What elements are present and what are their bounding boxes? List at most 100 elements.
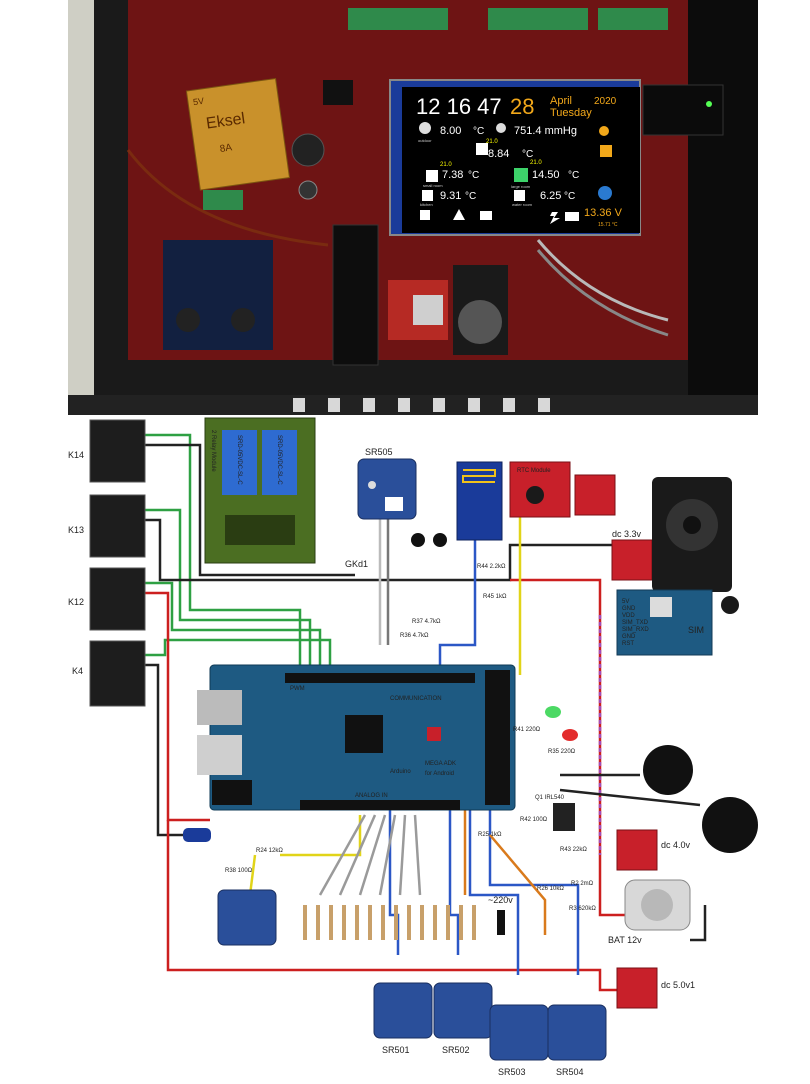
buck-modules — [163, 240, 273, 350]
ir-receiver — [217, 889, 277, 946]
large-room-temp: 14.50 — [532, 169, 560, 181]
sim-module: SIM 5V GND VDD SIM_TXD SIM_RXD GND RST — [616, 589, 739, 656]
rtc-module: RTC Module — [509, 461, 571, 518]
svg-text:R24 12kΩ: R24 12kΩ — [256, 848, 283, 854]
top-header — [285, 673, 475, 683]
module-label: Eksel — [205, 110, 246, 132]
svg-text:R41 220Ω: R41 220Ω — [513, 727, 541, 733]
usb-a-port — [197, 690, 242, 725]
lcd-day: 28 — [510, 94, 534, 119]
power-jack — [212, 780, 252, 805]
transistor-2 — [433, 533, 447, 547]
svg-text:R2 2mΩ: R2 2mΩ — [571, 881, 594, 887]
warning-icon — [453, 209, 465, 220]
battery-bat12v: BAT 12v — [608, 879, 691, 945]
switch — [497, 910, 505, 935]
sensor-sr502: SR502 — [433, 982, 493, 1055]
module-voltage: 5V — [192, 96, 204, 107]
svg-text:SR504: SR504 — [556, 1067, 584, 1077]
svg-text:K12: K12 — [68, 597, 84, 607]
svg-text:dc 5.0v1: dc 5.0v1 — [661, 980, 695, 990]
pressure-value: 751.4 mmHg — [514, 125, 577, 137]
svg-text:SR505: SR505 — [365, 447, 393, 457]
device-photo: Eksel 8A 5V — [68, 0, 758, 415]
outdoor-icon — [419, 122, 431, 134]
svg-text:R35 220Ω: R35 220Ω — [548, 749, 576, 755]
r37-label: R37 4.7kΩ — [412, 619, 441, 625]
svg-text:K4: K4 — [72, 666, 83, 676]
outdoor-temp: 8.00 — [440, 125, 461, 137]
svg-text:SIM_RXD: SIM_RXD — [622, 627, 649, 633]
lcd-display: 12 16 47 28 April 2020 Tuesday outdoor 8… — [389, 79, 641, 236]
analog-header — [300, 800, 460, 810]
module-rating: 8A — [219, 142, 233, 155]
heatsink — [332, 224, 379, 366]
svg-text:SIM: SIM — [688, 625, 704, 635]
lcd-month: April — [550, 95, 572, 107]
buzzer-2 — [702, 797, 758, 853]
r44-label: R44 2.2kΩ — [477, 564, 506, 570]
svg-text:BAT 12v: BAT 12v — [608, 935, 642, 945]
svg-text:for Android: for Android — [425, 771, 454, 777]
svg-text:outdoor: outdoor — [418, 138, 432, 143]
reset-button — [427, 727, 441, 741]
water-temp: 6.25 — [540, 190, 561, 202]
dc-4v0-module: dc 4.0v — [616, 829, 691, 871]
svg-text:RTC Module: RTC Module — [517, 468, 551, 474]
svg-text:K14: K14 — [68, 450, 84, 460]
small-room-icon — [426, 170, 438, 182]
svg-text:R26 10kΩ: R26 10kΩ — [537, 886, 564, 892]
small-room-temp: 7.38 — [442, 169, 463, 181]
svg-text:R38 100Ω: R38 100Ω — [225, 868, 253, 874]
voltage-value: 13.36 V — [584, 207, 623, 219]
svg-text:15.71 °C: 15.71 °C — [598, 222, 618, 228]
svg-text:°C: °C — [468, 170, 479, 181]
green-led — [545, 706, 561, 718]
ac-label: ~220v — [488, 895, 513, 905]
svg-text:COMMUNICATION: COMMUNICATION — [390, 696, 442, 702]
arduino-board: COMMUNICATION PWM Arduino MEGA ADK for A… — [197, 664, 516, 811]
eeprom-module — [574, 474, 616, 516]
relay-k13: K13 — [68, 494, 146, 558]
svg-text:R25 1kΩ: R25 1kΩ — [478, 832, 502, 838]
svg-text:SR503: SR503 — [498, 1067, 526, 1077]
network-icon — [598, 186, 612, 200]
svg-text:VDD: VDD — [622, 613, 635, 619]
dc-dc-converter: Eksel 8A 5V — [185, 77, 291, 191]
large-room-icon — [514, 168, 528, 182]
terminal-blocks — [348, 8, 668, 30]
svg-text:5V: 5V — [622, 599, 629, 605]
buzzer-1 — [643, 745, 693, 795]
case-left-edge — [68, 0, 94, 415]
battery-icon — [565, 212, 579, 221]
svg-text:SR501: SR501 — [382, 1045, 410, 1055]
svg-text:dc 3.3v: dc 3.3v — [612, 529, 642, 539]
transistor-1 — [411, 533, 425, 547]
red-led — [562, 729, 578, 741]
dc-5v0-module: dc 5.0v1 — [616, 967, 695, 1009]
water-room-icon — [514, 190, 525, 201]
sensor-sr503: SR503 — [489, 1004, 549, 1077]
r45-label: R45 1kΩ — [483, 594, 507, 600]
svg-text:°C: °C — [465, 191, 476, 202]
svg-text:°C: °C — [473, 126, 484, 137]
relay-k14: K14 — [68, 419, 146, 483]
svg-text:R3 620kΩ: R3 620kΩ — [569, 906, 596, 912]
svg-text:kitchen: kitchen — [420, 202, 433, 207]
relay-k4: K4 — [72, 640, 146, 707]
lcd-weekday: Tuesday — [550, 107, 592, 119]
digital-header — [485, 670, 510, 805]
svg-text:water room: water room — [512, 202, 533, 207]
pressure-icon — [496, 123, 506, 133]
svg-text:SR502: SR502 — [442, 1045, 470, 1055]
svg-text:°C: °C — [522, 149, 533, 160]
bolt-icon — [550, 212, 560, 224]
svg-text:large room: large room — [511, 184, 531, 189]
room-temp: 8.84 — [488, 148, 509, 160]
wiring-diagram: K14 K13 K12 K4 2 Relay Module SRD-05VDC-… — [0, 415, 810, 1080]
speaker — [652, 477, 732, 592]
svg-text:PWM: PWM — [290, 686, 305, 692]
mcu-chip — [345, 715, 383, 753]
capacitor — [183, 828, 211, 842]
relay-module: 2 Relay Module SRD-05VDC-SL-C SRD-05VDC-… — [204, 417, 316, 564]
